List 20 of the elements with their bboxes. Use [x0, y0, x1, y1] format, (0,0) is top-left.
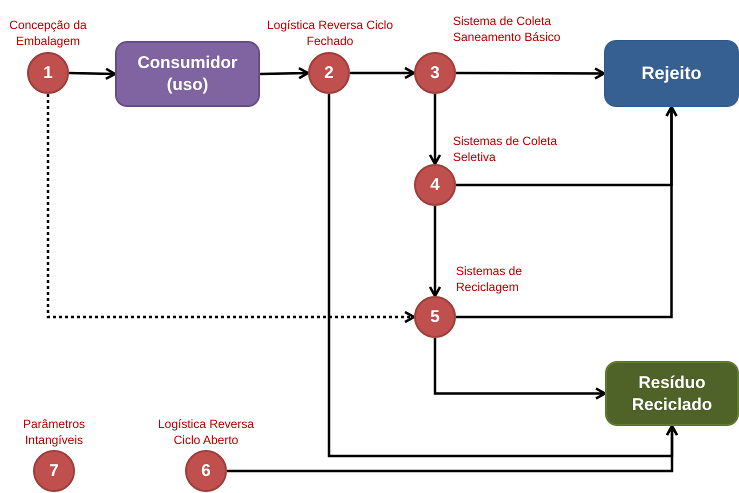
step-caption: Sistemas de Coleta Seletiva [453, 133, 558, 165]
arrow [260, 66, 310, 80]
process-box: Consumidor (uso) [115, 41, 260, 107]
step-caption: Parâmetros Intangíveis [22, 416, 86, 448]
step-caption: Logística Reversa Ciclo Fechado [266, 17, 394, 49]
arrow [350, 66, 416, 80]
arrow [434, 338, 606, 400]
arrow [227, 424, 678, 472]
step-caption: Concepção da Embalagem [8, 17, 88, 49]
step-caption: Logística Reversa Ciclo Aberto [156, 416, 256, 448]
arrow [68, 68, 116, 80]
arrow [428, 206, 442, 298]
outcome-box: Rejeito [604, 40, 739, 107]
arrow [46, 94, 416, 324]
arrow [456, 67, 606, 80]
step-caption: Sistema de Coleta Saneamento Básico [453, 13, 562, 45]
arrow [428, 94, 442, 166]
arrow [456, 106, 678, 318]
step-caption: Sistemas de Reciclagem [456, 263, 524, 295]
outcome-box: Resíduo Reciclado [605, 361, 739, 426]
